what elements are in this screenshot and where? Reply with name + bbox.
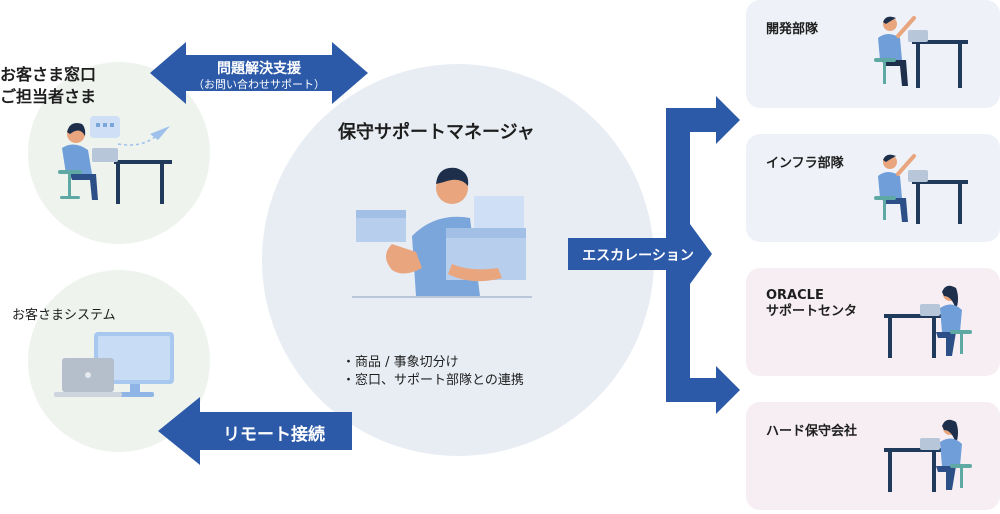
team-label: ORACLE サポートセンタ	[766, 288, 858, 319]
manager-bullet-1: ・商品 / 事象切分け	[342, 355, 459, 370]
customer-window-label: お客さま窓口 ご担当者さま	[0, 65, 97, 106]
person-at-desk-icon	[884, 285, 972, 358]
remote-arrow	[158, 397, 352, 465]
support-double-arrow	[150, 42, 368, 104]
escalation-label: エスカレーション	[582, 248, 694, 264]
team-card-development: 開発部隊	[746, 0, 1000, 108]
monitor-laptop-icon	[54, 332, 174, 397]
manager-bullet-2: ・窓口、サポート部隊との連携	[342, 373, 524, 388]
branch-arrow-hardware	[666, 366, 740, 414]
person-holding-boxes-icon	[352, 167, 532, 298]
person-at-desk-icon	[884, 419, 972, 492]
customer-system-label: お客さまシステム	[12, 308, 116, 323]
escalation-trunk	[666, 108, 690, 402]
remote-arrow-label: リモート接続	[223, 425, 325, 445]
person-at-desk-icon	[874, 154, 968, 224]
support-arrow-subtitle: （お問い合わせサポート）	[193, 78, 325, 91]
support-arrow-title: 問題解決支援	[217, 61, 301, 77]
person-at-desk-icon	[58, 116, 172, 204]
person-at-desk-icon	[874, 16, 968, 88]
team-card-infra: インフラ部隊	[746, 134, 1000, 242]
team-label: ハード保守会社	[766, 424, 858, 439]
manager-title: 保守サポートマネージャ	[338, 122, 535, 143]
team-label: インフラ部隊	[766, 156, 844, 171]
branch-arrow-development	[666, 96, 740, 144]
team-label: 開発部隊	[766, 22, 819, 37]
